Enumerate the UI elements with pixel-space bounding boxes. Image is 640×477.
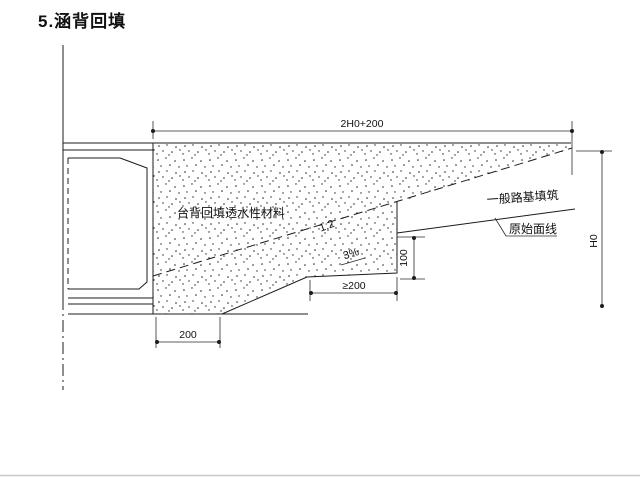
original-ground-line [396, 208, 576, 234]
bench-slope-underline [340, 257, 366, 266]
label-backfill-material: 台背回填透水性材料 [177, 205, 285, 220]
min-excavation-slope-line [152, 147, 573, 277]
dimension-fill-height-label: H0 [588, 234, 600, 248]
ground-line-leader [494, 217, 507, 237]
dimension-bench-width: ≥200 [309, 277, 398, 301]
dimension-bench-height-label: 100 [398, 249, 410, 267]
dimension-top-width-label: 2H0+200 [341, 118, 384, 130]
label-bench-slope: 3% [342, 246, 361, 262]
dimension-fill-height: H0 [576, 150, 612, 308]
dimension-base-width-label: 200 [179, 329, 197, 341]
figure-labels: 台背回填透水性材料 1:2 3% 一般路基填筑 原始面线 [177, 187, 559, 266]
backfill-region [153, 143, 571, 314]
excavation-step-profile [221, 202, 398, 315]
section-heading: 5.涵背回填 [38, 11, 126, 31]
label-original-ground: 原始面线 [509, 222, 557, 236]
dimension-bench-width-label: ≥200 [342, 280, 365, 292]
culvert-structure [62, 45, 571, 390]
dimension-bench-height: 100 [397, 236, 425, 280]
label-slope-1-2: 1:2 [318, 218, 337, 235]
dimension-top-width: 2H0+200 [151, 118, 574, 175]
dimension-base-width: 200 [155, 317, 221, 348]
label-roadbed-fill: 一般路基填筑 [486, 187, 559, 207]
